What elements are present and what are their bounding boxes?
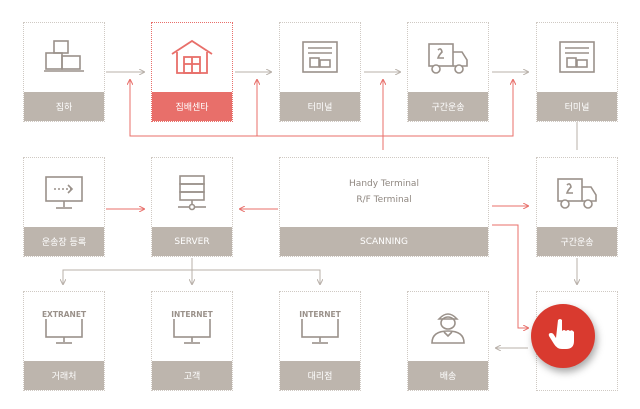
node-partner[interactable]: EXTRANET 거래처 xyxy=(23,291,105,391)
extranet-monitor-icon: EXTRANET xyxy=(24,292,104,361)
node-pickup[interactable]: 집하 xyxy=(23,22,105,122)
node-label: 운송장 등록 xyxy=(24,227,104,256)
node-label: 대리점 xyxy=(280,361,360,390)
node-transport-2[interactable]: 구간운송 xyxy=(536,157,618,257)
node-hub[interactable]: 집배센타 xyxy=(151,22,233,122)
internet-label: INTERNET xyxy=(299,310,341,319)
node-label: 구간운송 xyxy=(408,92,488,121)
node-label: 고객 xyxy=(152,361,232,390)
server-icon xyxy=(152,158,232,227)
node-scanning[interactable]: Handy Terminal R/F Terminal SCANNING xyxy=(279,157,489,257)
scanning-line-handy: Handy Terminal xyxy=(349,179,419,189)
node-label: 터미널 xyxy=(280,92,360,121)
internet-label: INTERNET xyxy=(171,310,213,319)
node-agency[interactable]: INTERNET 대리점 xyxy=(279,291,361,391)
delivery-truck-icon xyxy=(408,23,488,92)
internet-monitor-icon: INTERNET xyxy=(152,292,232,361)
node-label: 집하 xyxy=(24,92,104,121)
scanning-line-rf: R/F Terminal xyxy=(356,195,412,205)
node-transport-1[interactable]: 구간운송 xyxy=(407,22,489,122)
terminal-building-icon xyxy=(537,23,617,92)
node-label: 거래처 xyxy=(24,361,104,390)
node-label: 집배센타 xyxy=(152,92,232,121)
delivery-truck-icon xyxy=(537,158,617,227)
terminal-building-icon xyxy=(280,23,360,92)
monitor-arrow-icon xyxy=(24,158,104,227)
extranet-label: EXTRANET xyxy=(42,310,87,319)
boxes-icon xyxy=(24,23,104,92)
internet-monitor-icon: INTERNET xyxy=(280,292,360,361)
node-label: 배송 xyxy=(408,361,488,390)
node-server[interactable]: SERVER xyxy=(151,157,233,257)
node-label: SCANNING xyxy=(280,227,488,256)
node-delivery[interactable]: 배송 xyxy=(407,291,489,391)
node-terminal-1[interactable]: 터미널 xyxy=(279,22,361,122)
tap-button[interactable] xyxy=(531,304,595,368)
node-label: 터미널 xyxy=(537,92,617,121)
hand-pointer-icon xyxy=(548,317,578,355)
node-label: 구간운송 xyxy=(537,227,617,256)
courier-person-icon xyxy=(408,292,488,361)
node-label: SERVER xyxy=(152,227,232,256)
node-customer[interactable]: INTERNET 고객 xyxy=(151,291,233,391)
warehouse-icon xyxy=(152,23,232,92)
node-terminal-2[interactable]: 터미널 xyxy=(536,22,618,122)
node-waybill[interactable]: 운송장 등록 xyxy=(23,157,105,257)
